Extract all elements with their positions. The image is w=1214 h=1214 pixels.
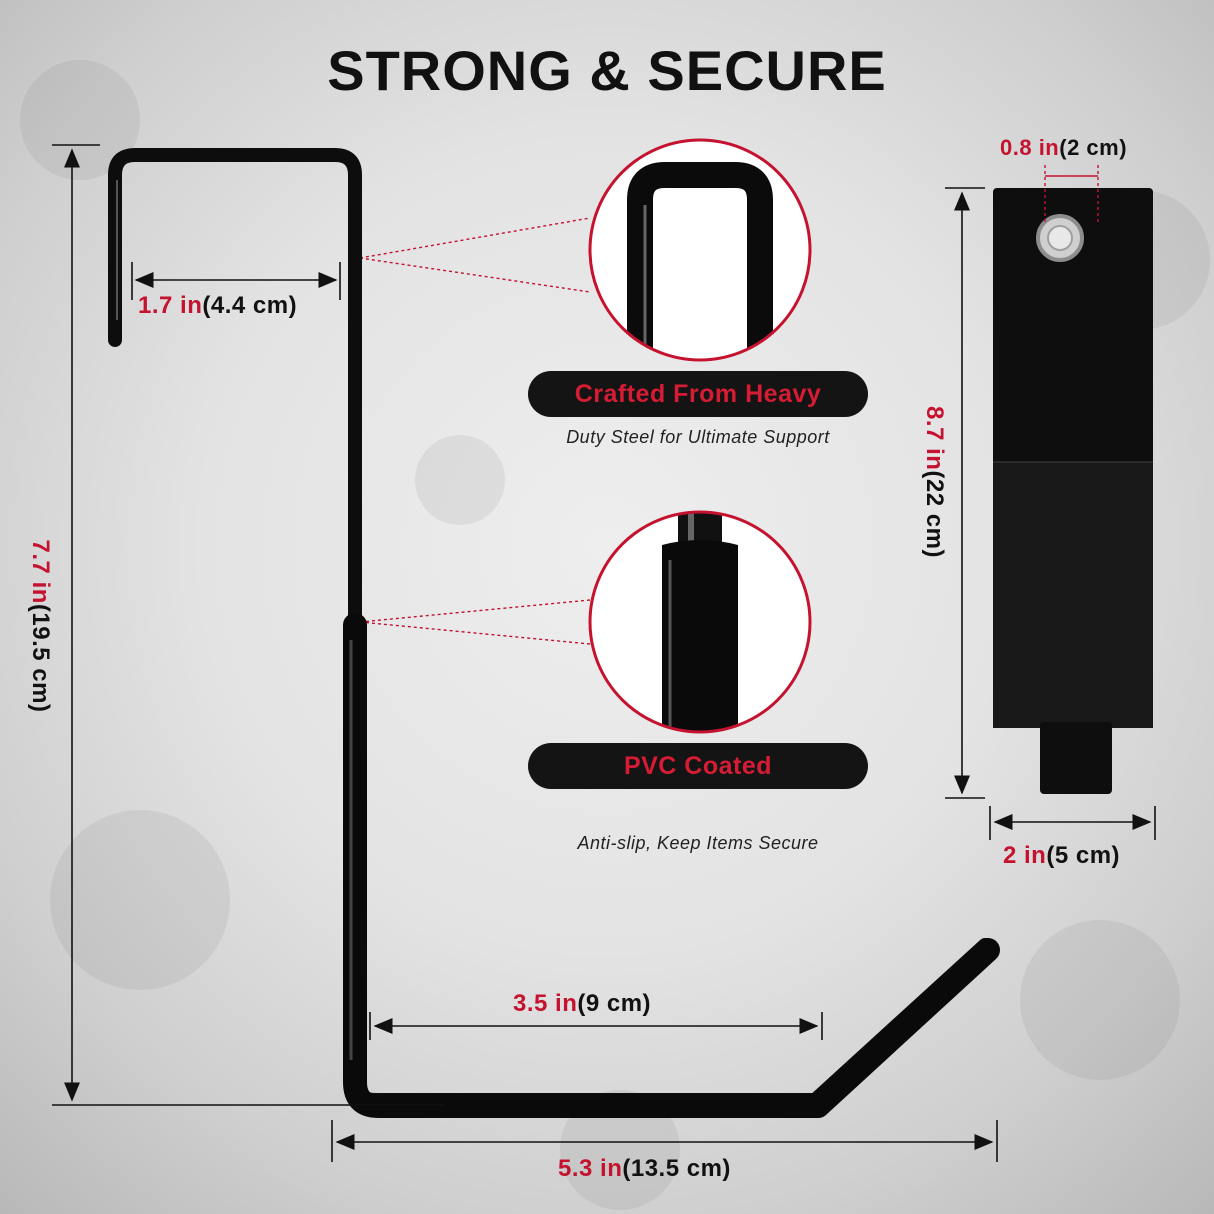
grommet-dimension <box>1044 165 1099 225</box>
dim-base-length: 5.3 in(13.5 cm) <box>558 1155 731 1183</box>
dim-total-height: 7.7 in(19.5 cm) <box>26 526 54 726</box>
dim-metric: (5 cm) <box>1046 842 1121 869</box>
dim-metric: (19.5 cm) <box>27 603 54 713</box>
feature-caption-pvc: Anti-slip, Keep Items Secure <box>577 833 819 853</box>
dim-metric: (4.4 cm) <box>202 292 298 319</box>
feature-caption-steel: Duty Steel for Ultimate Support <box>566 427 830 447</box>
dim-metric: (9 cm) <box>577 990 652 1017</box>
feature-label-steel: Crafted From Heavy <box>528 371 868 417</box>
dim-value: 0.8 in <box>1000 135 1060 160</box>
guide-lines <box>359 217 591 645</box>
dim-strap-grommet: 0.8 in(2 cm) <box>1000 135 1127 161</box>
strap-illustration <box>993 188 1153 794</box>
dim-metric: (2 cm) <box>1059 135 1128 160</box>
dim-value: 3.5 in <box>513 990 578 1017</box>
page-title: STRONG & SECURE <box>327 39 887 102</box>
detail-circle-steel <box>588 138 812 362</box>
dim-metric: (13.5 cm) <box>622 1155 731 1182</box>
dim-metric: (22 cm) <box>921 470 948 558</box>
dim-value: 2 in <box>1003 842 1047 869</box>
dim-arm-length: 3.5 in(9 cm) <box>513 990 651 1018</box>
detail-circle-pvc <box>588 510 812 734</box>
dim-value: 8.7 in <box>921 406 948 471</box>
hook-illustration <box>108 148 1000 1118</box>
dim-hook-width: 1.7 in(4.4 cm) <box>138 292 297 320</box>
dim-value: 5.3 in <box>558 1155 623 1182</box>
feature-label-pvc: PVC Coated <box>528 743 868 789</box>
dim-strap-length: 8.7 in(22 cm) <box>920 382 948 582</box>
dim-value: 1.7 in <box>138 292 203 319</box>
dim-value: 7.7 in <box>27 539 54 604</box>
dim-strap-width: 2 in(5 cm) <box>1003 842 1120 870</box>
dimension-lines <box>52 144 1156 1162</box>
